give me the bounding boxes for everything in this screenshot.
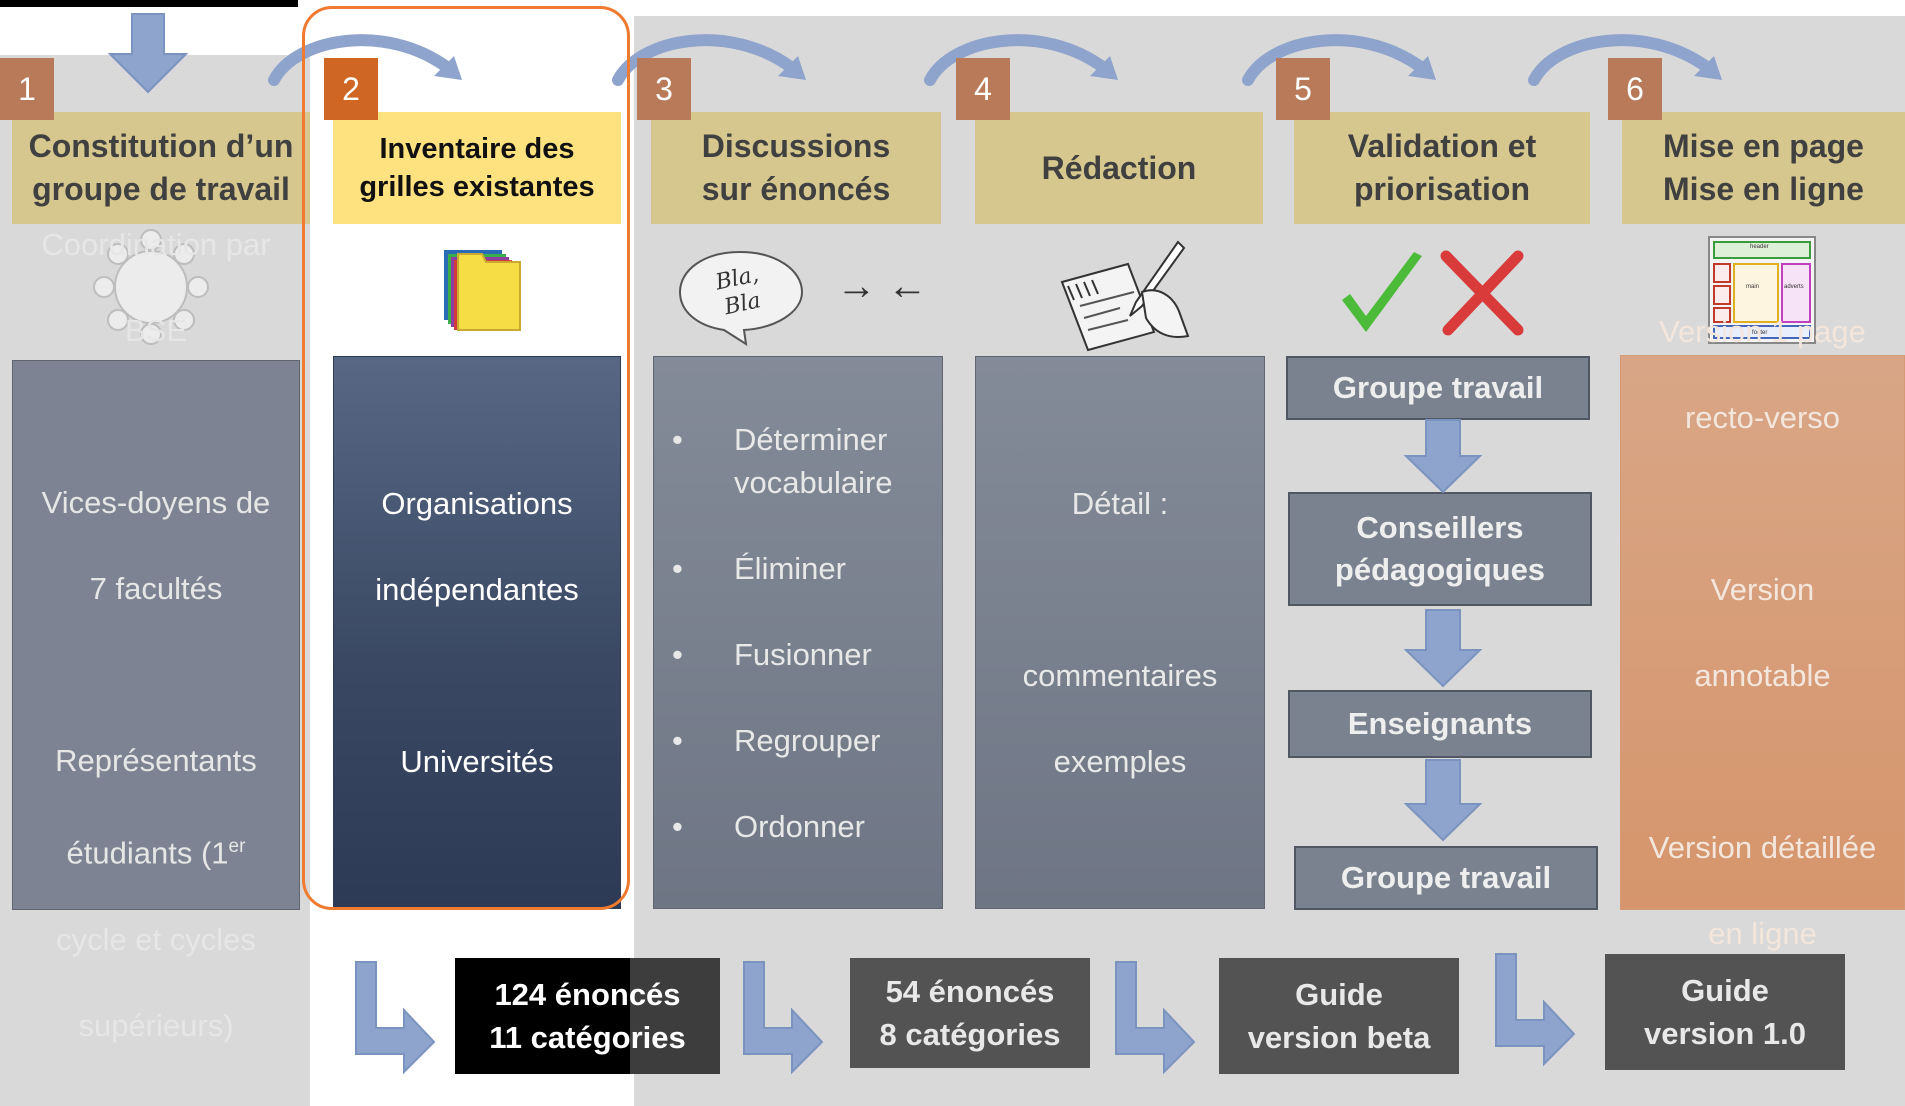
flow-down-arrow-icon [1403,419,1483,494]
panel6-line5: Version détaillée [1648,830,1877,865]
panel1-line4: 7 facultés [89,571,223,607]
panel6-line1: Version 1 page [1659,314,1866,349]
panel6-line6: en ligne [1708,916,1817,951]
panel-step6: Version 1 page recto-verso Version annot… [1620,314,1905,951]
flow-box-groupe-travail-2: Groupe travail [1294,846,1598,910]
panel1-line2: BSE [124,313,187,349]
step1-title: Constitution d’un groupe de travail [12,112,310,224]
panel-step3: Déterminer vocabulaire Éliminer Fusionne… [653,356,943,909]
converge-arrows-icon: → ← [836,264,928,308]
result-box-final: Guide version 1.0 [1605,954,1845,1070]
flow-box-conseillers: Conseillers pédagogiques [1288,492,1592,606]
mockup-side-label: adverts [1784,284,1804,290]
curved-arrow-1-2-icon [268,34,462,86]
panel1-line8: supérieurs) [78,1007,234,1043]
step6-title: Mise en page Mise en ligne [1622,112,1905,224]
mockup-footer-label: footer [1752,330,1768,336]
folders-icon [444,250,521,331]
bent-arrow-icon [355,961,436,1075]
flow-down-arrow-icon [1403,759,1483,842]
panel1-line3: Vices-doyens de [41,485,271,521]
panel-step1: Coordination par BSE Vices-doyens de 7 f… [12,227,300,1043]
panel1-line6-sup: er [228,836,246,858]
flow-box-groupe-travail-1: Groupe travail [1286,356,1590,420]
result-box-inventory: 124 énoncés 11 catégories [455,958,720,1074]
panel-step2: Organisations indépendantes Universités [333,356,621,909]
flow-down-arrow-icon [1403,609,1483,688]
panel4-line2: commentaires [1022,658,1218,693]
curved-arrow-3-4-icon [924,34,1118,86]
result-box-beta: Guide version beta [1219,958,1459,1074]
panel1-line1: Coordination par [41,227,271,263]
panel3-bullet: Déterminer vocabulaire [672,418,893,504]
panel4-line3: exemples [1053,744,1187,779]
panel2-line3: Universités [400,744,554,779]
top-bar [0,0,298,7]
step3-number: 3 [637,58,691,120]
curved-arrow-4-5-icon [1242,34,1436,86]
panel3-bullet: Ordonner [672,805,893,848]
panel3-bullet: Fusionner [672,633,893,676]
round-table-icon [93,229,209,345]
step4-number: 4 [956,58,1010,120]
panel1-line7: cycle et cycles [56,921,256,957]
down-arrow-icon [107,13,189,94]
panel2-line2: indépendantes [375,572,579,607]
curved-arrow-5-6-icon [1528,34,1722,86]
panel3-bullet-list: Déterminer vocabulaire Éliminer Fusionne… [654,375,893,891]
panel6-line2: recto-verso [1684,400,1841,435]
notepad-writing-icon [1060,240,1190,352]
panel1-line6: étudiants (1er [41,825,270,874]
panel2-line1: Organisations [381,486,573,521]
step1-number: 1 [0,58,54,120]
bent-arrow-icon [743,961,824,1075]
panel6-line3: Version [1710,572,1815,607]
step4-title: Rédaction [975,112,1263,224]
panel3-bullet: Regrouper [672,719,893,762]
panel6-line4: annotable [1694,658,1831,693]
flow-box-enseignants: Enseignants [1288,690,1592,758]
step2-highlight-outline [302,6,630,910]
panel-step4: Détail : commentaires exemples [975,356,1265,909]
step5-number: 5 [1276,58,1330,120]
step3-title: Discussions sur énoncés [651,112,941,224]
mockup-header-label: header [1750,244,1769,250]
cross-icon [1440,250,1524,336]
step2-number: 2 [324,58,378,120]
bent-arrow-icon [1115,961,1196,1075]
step6-number: 6 [1608,58,1662,120]
step5-title: Validation et priorisation [1294,112,1590,224]
panel1-line5: Représentants [55,743,257,779]
panel3-bullet: Éliminer [672,547,893,590]
bent-arrow-icon [1495,953,1576,1067]
mockup-main-label: main [1746,284,1760,290]
result-box-discussion: 54 énoncés 8 catégories [850,958,1090,1068]
step2-title: Inventaire des grilles existantes [333,112,621,224]
speech-bubble-icon [678,250,804,347]
panel1-line6-text: étudiants (1 [66,835,229,871]
checkmark-icon [1342,252,1422,332]
webpage-layout-icon [1708,236,1816,344]
panel4-line1: Détail : [1071,486,1169,521]
